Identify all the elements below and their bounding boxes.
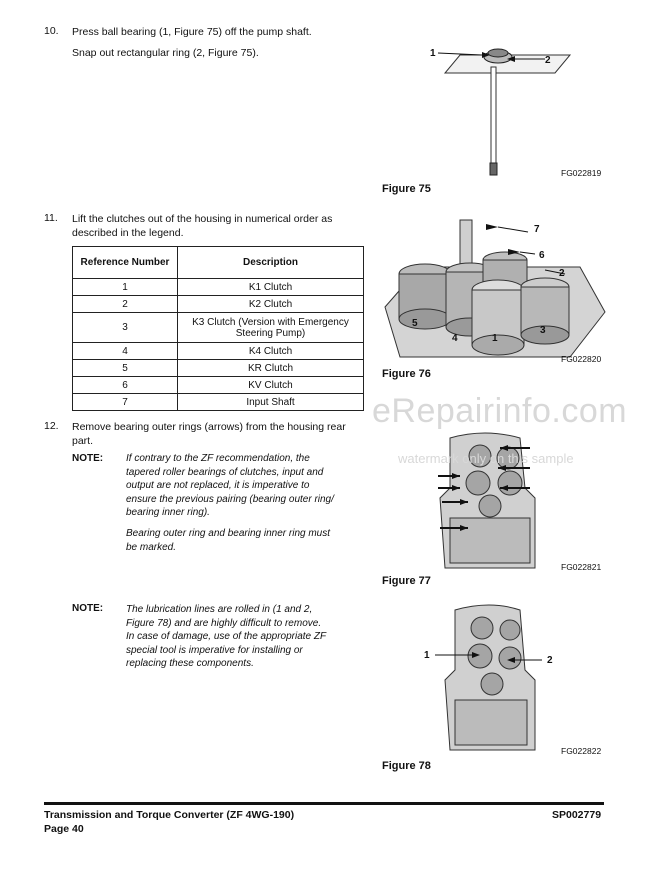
figure-78-callout-2: 2 [547, 655, 553, 666]
figure-76-callout-6: 6 [539, 250, 545, 261]
figure-75-callout-2: 2 [545, 55, 551, 66]
figure-76-image [384, 219, 606, 358]
reference-table: Reference Number Description 1 K1 Clutch… [72, 246, 364, 411]
footer-title: Transmission and Torque Converter (ZF 4W… [44, 809, 295, 821]
table-cell: K2 Clutch [177, 295, 364, 313]
table-cell: Input Shaft [177, 393, 364, 411]
step-12-line-2: part. [72, 435, 94, 447]
table-header-description: Description [177, 246, 364, 279]
note-1-paragraph-2: Bearing outer ring and bearing inner rin… [126, 528, 331, 553]
table-cell: 6 [72, 376, 178, 394]
figure-75-image [437, 48, 572, 176]
table-row: 1 K1 Clutch [72, 278, 364, 296]
table-row: 6 KV Clutch [72, 376, 364, 394]
figure-77-code: FG022821 [561, 562, 602, 572]
figure-76-caption: Figure 76 [382, 368, 431, 380]
table-cell: 7 [72, 393, 178, 411]
step-12-line-1: Remove bearing outer rings (arrows) from… [72, 421, 346, 433]
figure-78-callout-1: 1 [424, 650, 430, 661]
figure-75-caption: Figure 75 [382, 183, 431, 195]
table-row: 2 K2 Clutch [72, 295, 364, 313]
table-cell: 5 [72, 359, 178, 377]
figure-78-callout-lines [435, 652, 542, 663]
step-11-line-2: described in the legend. [72, 227, 184, 239]
note-2-paragraph-1: The lubrication lines are rolled in (1 a… [126, 604, 327, 669]
figure-75-callout-1: 1 [430, 48, 436, 59]
table-cell: 3 [72, 312, 178, 343]
footer-page-number: Page 40 [44, 823, 84, 835]
table-cell: 1 [72, 278, 178, 296]
step-10-line-2: Snap out rectangular ring (2, Figure 75)… [72, 47, 259, 59]
figure-76-callout-7: 7 [534, 224, 540, 235]
step-12-number: 12. [44, 420, 59, 432]
table-row: 5 KR Clutch [72, 359, 364, 377]
footer-divider [44, 802, 604, 805]
table-header-reference: Reference Number [72, 246, 178, 279]
table-cell: KR Clutch [177, 359, 364, 377]
figure-78-caption: Figure 78 [382, 760, 431, 772]
figure-77-image [438, 432, 536, 569]
figure-75-code: FG022819 [561, 168, 602, 178]
table-row: 7 Input Shaft [72, 393, 364, 411]
figure-76-callout-2: 2 [559, 268, 565, 279]
watermark-main: eRepairinfo.com [372, 392, 628, 430]
figure-78-code: FG022822 [561, 746, 602, 756]
figure-76-code: FG022820 [561, 354, 602, 364]
step-11-number: 11. [44, 212, 58, 224]
watermark-sub: watermark only on this sample [398, 451, 574, 466]
footer-doc-id: SP002779 [552, 809, 602, 821]
note-1-paragraph-1: If contrary to the ZF recommendation, th… [126, 453, 334, 518]
figure-76-callout-3: 3 [540, 325, 546, 336]
figure-76-callout-4: 4 [452, 333, 458, 344]
step-10-number: 10. [44, 25, 59, 37]
table-cell: KV Clutch [177, 376, 364, 394]
table-cell: 4 [72, 342, 178, 360]
step-11-line-1: Lift the clutches out of the housing in … [72, 213, 333, 225]
note-2-label: NOTE: [72, 603, 104, 614]
figure-76-callout-5: 5 [412, 318, 418, 329]
table-cell: K4 Clutch [177, 342, 364, 360]
step-10-line-1: Press ball bearing (1, Figure 75) off th… [72, 26, 312, 38]
figure-77-caption: Figure 77 [382, 575, 431, 587]
table-row: 4 K4 Clutch [72, 342, 364, 360]
figure-76-callout-1: 1 [492, 333, 498, 344]
table-cell: K3 Clutch (Version with Emergency Steeri… [177, 312, 364, 343]
figure-78-image [444, 604, 536, 751]
table-cell: K1 Clutch [177, 278, 364, 296]
note-1-label: NOTE: [72, 453, 104, 464]
table-cell: 2 [72, 295, 178, 313]
table-row: 3 K3 Clutch (Version with Emergency Stee… [72, 312, 364, 343]
